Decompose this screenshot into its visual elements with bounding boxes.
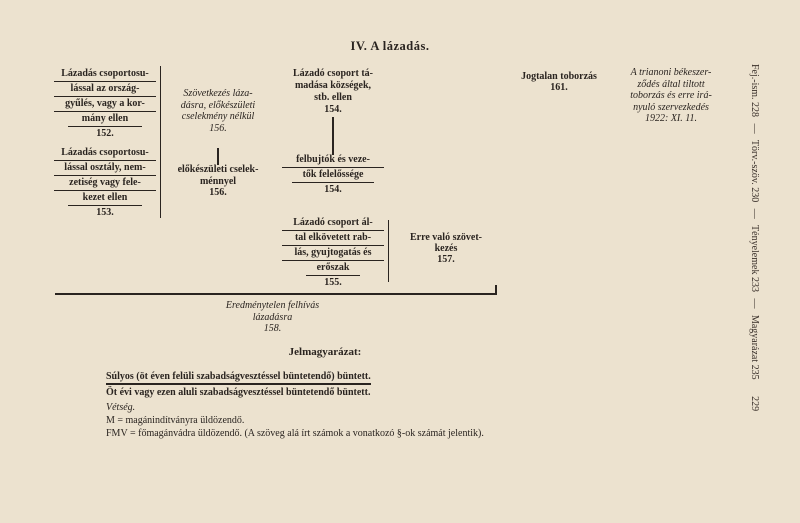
section-number: 161. [550, 82, 568, 93]
connector-line [332, 117, 334, 155]
line: felbujtók és veze- [282, 153, 384, 168]
legend-fmv: FMV = főmagánvádra üldözendő. (A szöveg … [106, 428, 484, 439]
line: Erre való szövet- [409, 232, 482, 243]
ref: Magyarázat 235 [749, 314, 760, 380]
section-number: 156. [209, 187, 227, 198]
section-number: 154. [324, 104, 342, 115]
line: tők felelőssége [292, 168, 374, 183]
line: erőszak [306, 261, 360, 276]
offense-153: Lázadás csoportosu- lással osztály, nem-… [54, 146, 156, 220]
section-number: 158. [263, 323, 282, 334]
legend-misdemeanor: Vétség. [106, 402, 136, 413]
line: ménnyel [199, 175, 237, 187]
line: kezés [434, 243, 458, 254]
line: Lázadó csoport ál- [282, 216, 384, 231]
page-number: 229 [749, 396, 760, 412]
line: Lázadás csoportosu- [54, 146, 156, 161]
line: lással osztály, nem- [54, 161, 156, 176]
line: dásra, előkészületi [180, 99, 256, 111]
legend: Súlyos (öt éven felüli szabadságvesztéss… [106, 366, 484, 440]
line: lással az ország- [54, 82, 156, 97]
group-line-end [495, 285, 497, 294]
line: Szövetkezés láza- [183, 88, 253, 99]
line: Eredménytelen felhívás [225, 300, 320, 311]
legend-felony: Öt évi vagy ezen aluli szabadságvesztéss… [106, 387, 371, 398]
trianon-note: A trianoni békeszer- ződés által tiltott… [618, 67, 724, 125]
line: lás, gyujtogatás és [282, 246, 384, 261]
section-number: 156. [209, 122, 227, 134]
page-title: IV. A lázadás. [350, 39, 430, 53]
section-number: 155. [324, 277, 342, 288]
line: Lázadó csoport tá- [293, 68, 373, 79]
legend-felony-severe: Súlyos (öt éven felüli szabadságvesztéss… [106, 370, 371, 385]
side-reference: Fej.-ism. 228 — Törv.-szöv. 230 — Tényel… [749, 64, 760, 415]
line: madása községek, [294, 80, 372, 91]
offense-157: Erre való szövet- kezés 157. [394, 232, 498, 265]
ref: Törv.-szöv. 230 [749, 139, 760, 203]
section-number: 157. [437, 254, 455, 265]
ref: — [749, 298, 760, 309]
offense-158: Eredménytelen felhívás lázadásra 158. [205, 300, 340, 335]
offense-156-preparation: előkészületi cselek- ménnyel 156. [163, 164, 273, 199]
group-line [55, 293, 497, 295]
line: mány ellen [68, 112, 142, 127]
offense-154-instigators: felbujtók és veze- tők felelőssége 154. [282, 153, 384, 197]
line: Jogtalan toborzás [521, 71, 597, 82]
line: toborzás és erre irá- [630, 90, 712, 101]
offense-155: Lázadó csoport ál- tal elkövetett rab- l… [282, 216, 384, 290]
line: cselekmény nélkül [181, 111, 255, 122]
offense-154: Lázadó csoport tá- madása községek, stb.… [282, 68, 384, 116]
connector-line [217, 148, 219, 165]
line: A trianoni békeszer- [630, 67, 712, 78]
brace [160, 66, 166, 218]
line: Lázadás csoportosu- [54, 67, 156, 82]
offense-161: Jogtalan toborzás 161. [505, 71, 613, 93]
ref: — [749, 123, 760, 134]
section-number: 153. [96, 207, 114, 218]
legend-title: Jelmagyarázat: [288, 346, 362, 358]
line: lázadásra [252, 311, 293, 323]
line: nyuló szervezkedés [633, 101, 709, 113]
line: kezet ellen [68, 191, 142, 206]
ref: Tényelemek 233 [749, 225, 760, 292]
line: előkészületi cselek- [177, 164, 259, 175]
section-number: 154. [324, 184, 342, 195]
offense-156-conspiracy: Szövetkezés láza- dásra, előkészületi cs… [163, 88, 273, 134]
ref: Fej.-ism. 228 [749, 64, 760, 118]
section-number: 152. [96, 128, 114, 139]
line: stb. ellen [314, 92, 352, 103]
line: tal elkövetett rab- [282, 231, 384, 246]
line: gyűlés, vagy a kor- [54, 97, 156, 112]
line: 1922: XI. 11. [644, 113, 698, 124]
brace [388, 220, 394, 282]
ref: — [749, 208, 760, 219]
legend-m: M = magánindítványra üldözendő. [106, 415, 245, 426]
offense-152: Lázadás csoportosu- lással az ország- gy… [54, 67, 156, 141]
line: ződés által tiltott [637, 78, 705, 90]
line: zetiség vagy fele- [54, 176, 156, 191]
